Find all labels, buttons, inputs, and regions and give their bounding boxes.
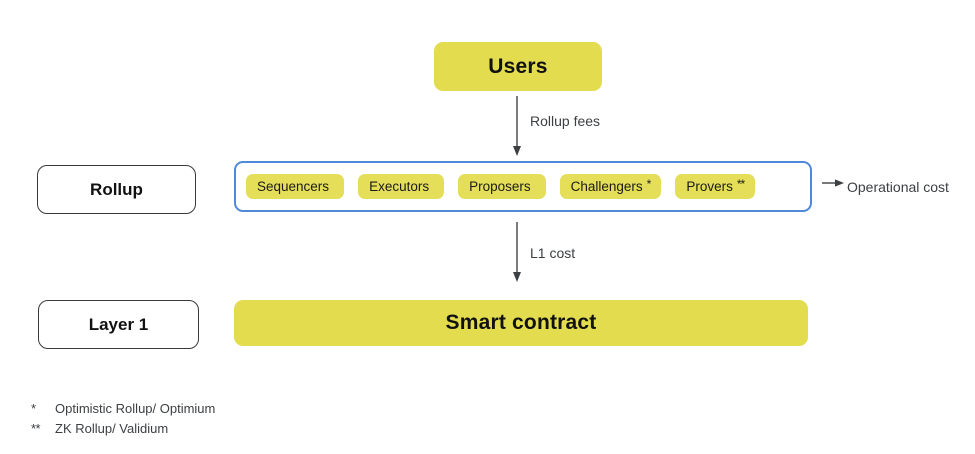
role-pill[interactable]: Sequencers — [246, 174, 345, 199]
role-pill-label: Challengers — [570, 179, 643, 194]
smart-contract-block: Smart contract — [234, 300, 808, 346]
arrow-label-l1-cost: L1 cost — [530, 245, 576, 261]
role-pill-label: Provers — [686, 179, 733, 194]
arrow-label-operational-cost: Operational cost — [847, 179, 949, 195]
footnote-text: Optimistic Rollup/ Optimium — [55, 401, 216, 416]
footnote-mark: ** — [31, 421, 41, 436]
arrow-label-rollup-fees: Rollup fees — [530, 113, 601, 129]
users-block: Users — [434, 42, 602, 91]
footnote-row: * Optimistic Rollup/ Optimium — [31, 401, 215, 421]
footnotes: * Optimistic Rollup/ Optimium ** ZK Roll… — [31, 401, 215, 441]
role-pill[interactable]: Provers ** — [675, 174, 756, 199]
arrow-rollup-to-operational-cost-icon — [822, 179, 844, 187]
footnote-text: ZK Rollup/ Validium — [55, 421, 169, 436]
role-pill-label: Proposers — [469, 179, 531, 194]
role-pill-footnote-mark: ** — [736, 176, 745, 191]
arrow-users-to-rollup-icon — [513, 96, 521, 156]
layer-label-rollup: Rollup — [37, 165, 196, 214]
role-pill-label: Sequencers — [257, 179, 330, 194]
footnote-row: ** ZK Rollup/ Validium — [31, 421, 215, 441]
footnote-mark: * — [31, 401, 36, 416]
layer-label-layer1: Layer 1 — [38, 300, 199, 349]
role-pill-footnote-mark: * — [646, 176, 652, 191]
role-pill[interactable]: Executors — [358, 174, 445, 199]
role-pill[interactable]: Challengers * — [559, 174, 662, 199]
role-pill[interactable]: Proposers — [458, 174, 546, 199]
role-pill-label: Executors — [369, 179, 430, 194]
arrow-rollup-to-layer1-icon — [513, 222, 521, 282]
rollup-roles-container: Sequencers Executors Proposers Challenge… — [234, 161, 812, 212]
